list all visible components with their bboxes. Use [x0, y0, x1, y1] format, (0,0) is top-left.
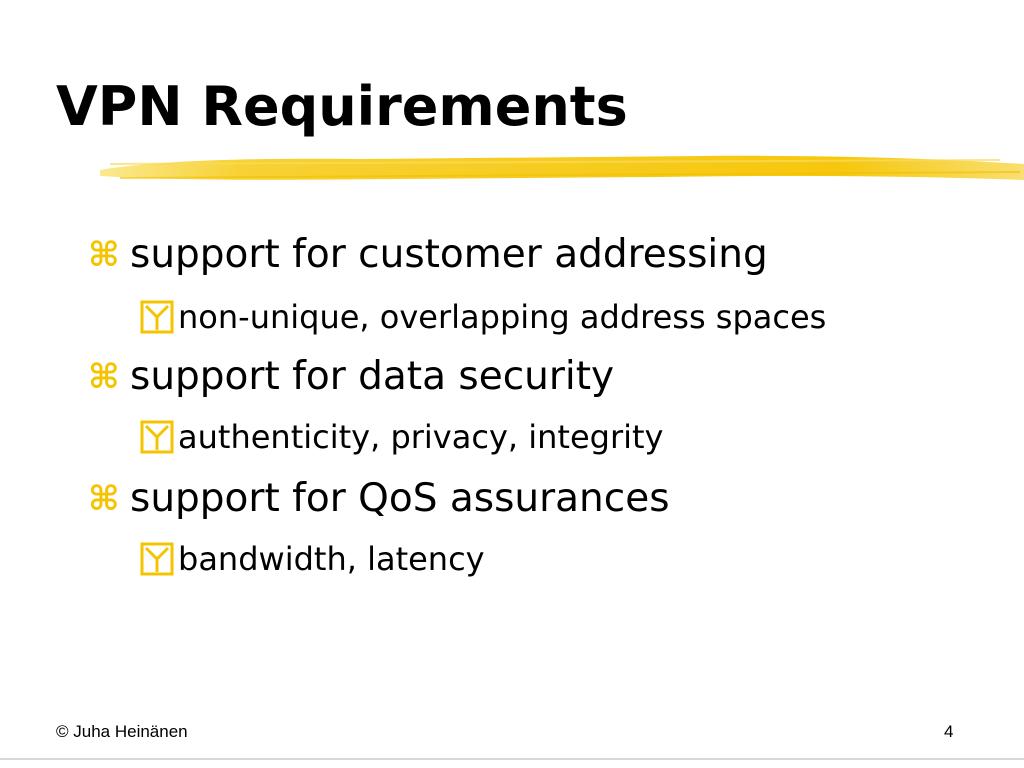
page-number: 4	[944, 722, 954, 741]
title-underline-brush	[100, 155, 1024, 180]
sub-bullet-item: authenticity, privacy, integrity	[140, 418, 663, 456]
bullet-text: support for data security	[130, 354, 615, 399]
sub-bullet-text: bandwidth, latency	[178, 540, 485, 578]
slide-title: VPN Requirements	[56, 75, 628, 138]
checkbox-bullet-icon	[140, 300, 174, 334]
command-bullet-icon: ⌘	[88, 356, 120, 397]
bullet-item: ⌘ support for data security	[88, 354, 614, 399]
sub-bullet-text: authenticity, privacy, integrity	[178, 418, 664, 456]
command-bullet-icon: ⌘	[88, 234, 120, 275]
bullet-text: support for customer addressing	[130, 232, 768, 277]
bullet-item: ⌘ support for customer addressing	[88, 232, 768, 277]
bullet-text: support for QoS assurances	[130, 476, 670, 521]
sub-bullet-text: non-unique, overlapping address spaces	[178, 298, 827, 336]
checkbox-bullet-icon	[140, 420, 174, 454]
checkbox-bullet-icon	[140, 542, 174, 576]
footer-author: © Juha Heinänen	[56, 722, 188, 741]
bottom-divider	[0, 758, 1024, 760]
sub-bullet-item: non-unique, overlapping address spaces	[140, 298, 826, 336]
bullet-item: ⌘ support for QoS assurances	[88, 476, 670, 521]
sub-bullet-item: bandwidth, latency	[140, 540, 485, 578]
command-bullet-icon: ⌘	[88, 478, 120, 519]
